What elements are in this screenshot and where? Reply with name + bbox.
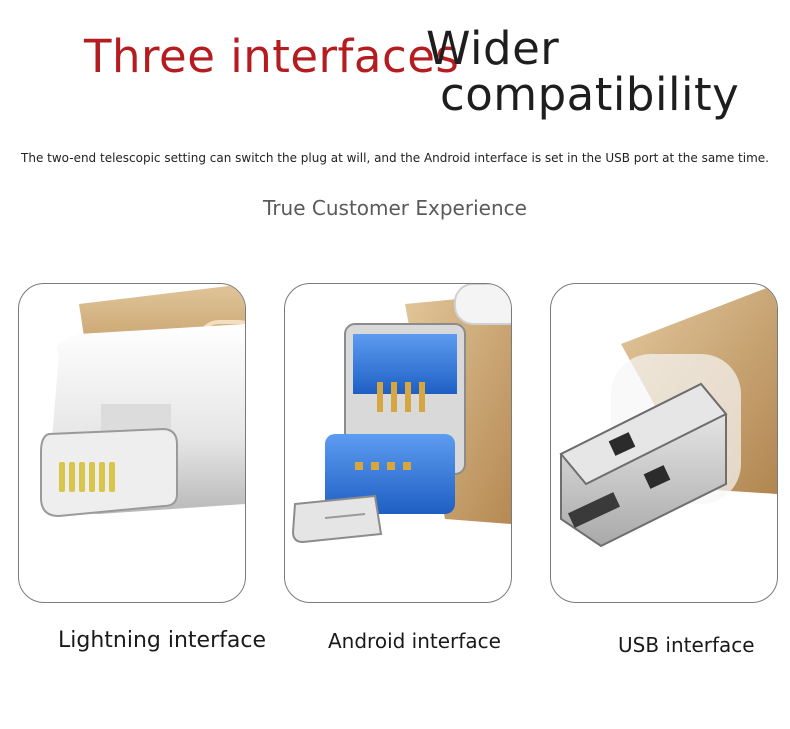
headline-red: Three interfaces bbox=[84, 30, 460, 83]
usb-card bbox=[550, 283, 778, 603]
android-interface-label: Android interface bbox=[328, 629, 501, 653]
subheading: True Customer Experience bbox=[263, 196, 527, 220]
description: The two-end telescopic setting can switc… bbox=[21, 151, 769, 165]
lightning-card bbox=[18, 283, 246, 603]
headline-dark: Wider compatibility bbox=[426, 26, 739, 118]
lightning-connector-image bbox=[40, 284, 245, 518]
usb-interface-label: USB interface bbox=[618, 633, 755, 657]
android-card bbox=[284, 283, 512, 603]
usb-connector-image bbox=[559, 284, 777, 548]
android-connector-image bbox=[291, 284, 511, 544]
lightning-interface-label: Lightning interface bbox=[58, 628, 266, 653]
headline-line1: Wider bbox=[426, 22, 560, 75]
headline-line2: compatibility bbox=[440, 68, 740, 121]
